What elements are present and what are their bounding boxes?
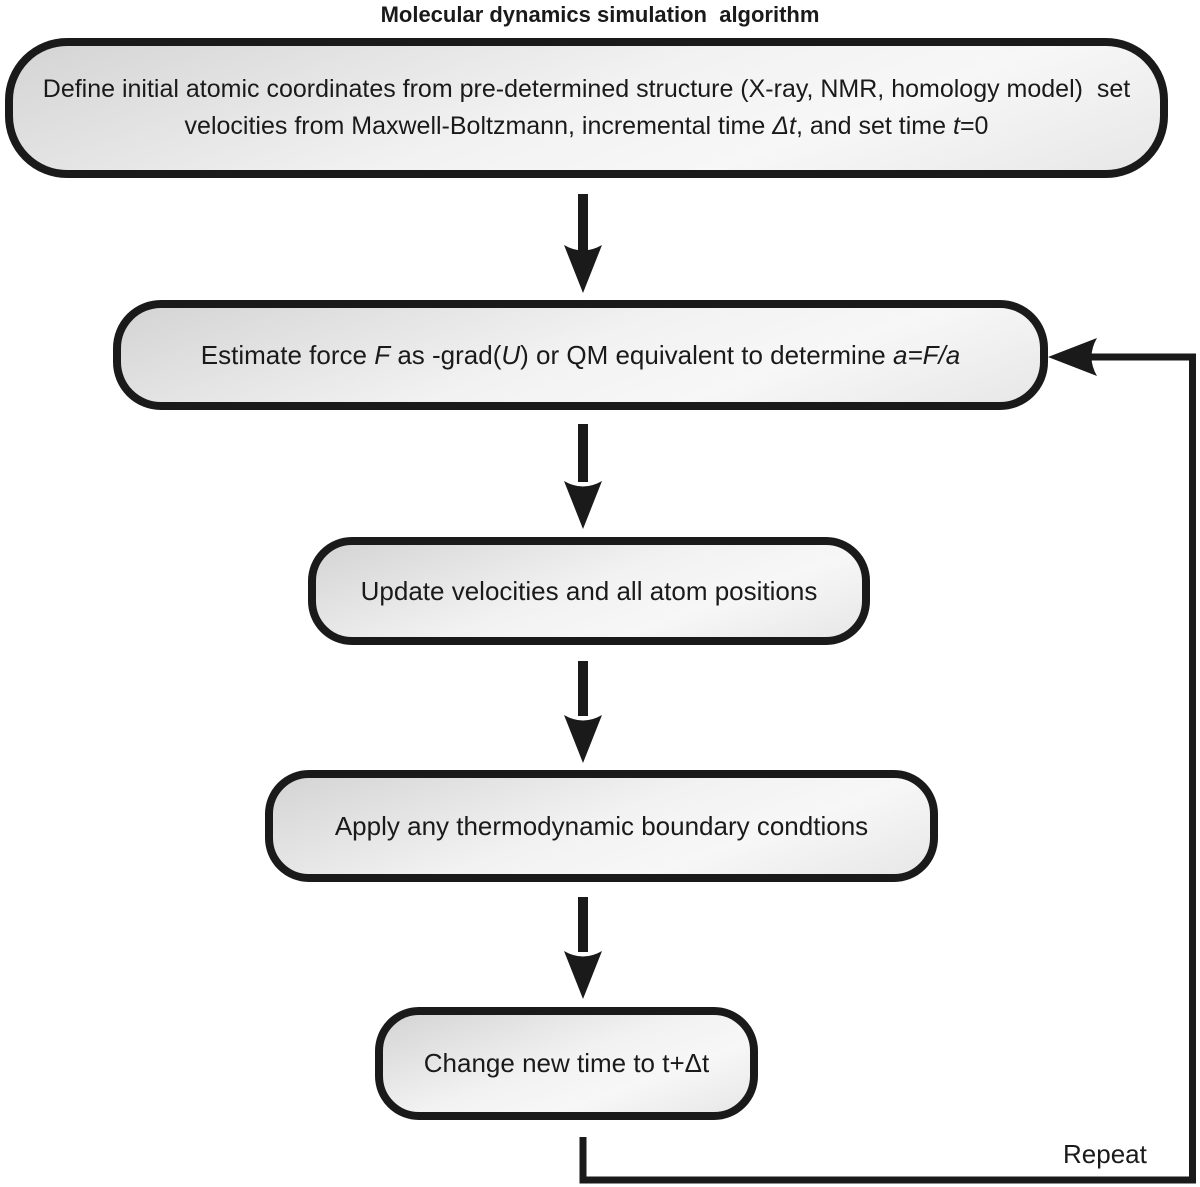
arrow-boundary-to-time xyxy=(564,897,602,999)
text-segment-italic: Δt xyxy=(772,112,796,140)
text-segment-italic: U xyxy=(501,339,521,370)
repeat-label: Repeat xyxy=(1063,1139,1147,1169)
arrow-down-icon xyxy=(564,481,602,529)
text-segment: Estimate force xyxy=(200,339,375,370)
text-segment: ) or QM equivalent to determine xyxy=(520,339,893,370)
text-segment: as -grad( xyxy=(390,339,502,370)
arrow-update-to-boundary xyxy=(564,661,602,763)
node-change-time: Change new time to t+Δt xyxy=(375,1007,758,1120)
node-define-text: Define initial atomic coordinates from p… xyxy=(13,71,1160,145)
repeat-loop-connector xyxy=(579,338,1196,1184)
text-segment-italic: F xyxy=(374,339,391,370)
text-segment: Change new time to t+Δt xyxy=(423,1048,710,1078)
node-update-velocities: Update velocities and all atom positions xyxy=(308,537,870,645)
node-estimate-force: Estimate force F as -grad(U) or QM equiv… xyxy=(113,300,1048,410)
diagram-title: Molecular dynamics simulation algorithm xyxy=(380,2,820,27)
arrow-down-icon xyxy=(564,245,602,293)
text-segment: , and set time xyxy=(795,112,953,140)
arrow-down-icon xyxy=(564,715,602,763)
node-estimate-text: Estimate force F as -grad(U) or QM equiv… xyxy=(183,337,978,374)
node-time-text: Change new time to t+Δt xyxy=(406,1045,727,1082)
loop-line xyxy=(579,353,1196,1184)
arrow-estimate-to-update xyxy=(564,424,602,529)
text-segment: Apply any thermodynamic boundary condtio… xyxy=(334,810,869,841)
node-define-initial-coordinates: Define initial atomic coordinates from p… xyxy=(5,38,1168,178)
arrow-define-to-estimate xyxy=(564,194,602,293)
node-boundary-text: Apply any thermodynamic boundary condtio… xyxy=(317,808,886,845)
text-segment-italic: t xyxy=(952,112,960,140)
arrow-down-icon xyxy=(564,951,602,999)
text-segment: =0 xyxy=(959,112,989,140)
arrow-left-icon xyxy=(1048,338,1097,376)
node-apply-boundary-conditions: Apply any thermodynamic boundary condtio… xyxy=(265,770,938,882)
text-segment: Define initial atomic coordinates from p… xyxy=(42,75,1138,140)
text-segment: Update velocities and all atom positions xyxy=(360,575,818,606)
node-update-text: Update velocities and all atom positions xyxy=(343,573,836,610)
text-segment-italic: a=F/a xyxy=(892,339,961,370)
